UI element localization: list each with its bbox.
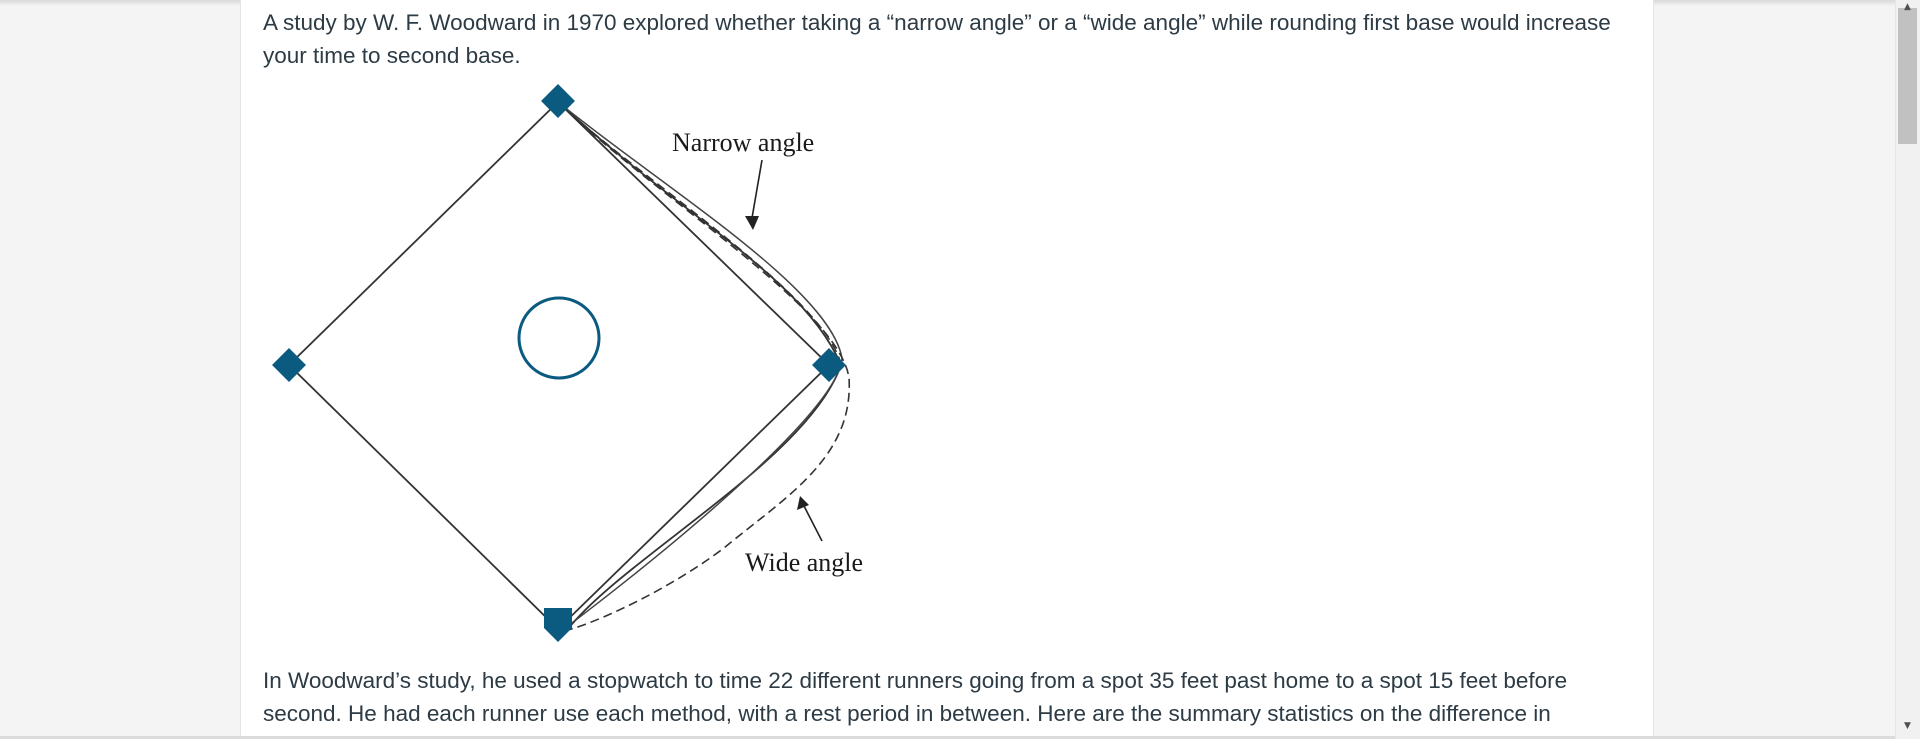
wide-arrow-line xyxy=(803,505,823,542)
chevron-up-icon[interactable]: ▲ xyxy=(1904,2,1911,12)
narrow-arrow-head xyxy=(745,216,759,230)
first-base xyxy=(812,348,846,382)
wide-angle-path xyxy=(557,101,850,631)
chevron-down-icon[interactable]: ▼ xyxy=(1904,721,1911,731)
home-plate xyxy=(544,608,572,642)
pitchers-mound xyxy=(517,296,601,380)
narrow-angle-label: Narrow angle xyxy=(672,128,814,157)
wide-arrow-head xyxy=(797,496,809,510)
wide-angle-label: Wide angle xyxy=(745,548,863,577)
narrow-arrow-line xyxy=(751,159,763,219)
scrollbar-thumb[interactable] xyxy=(1898,8,1917,144)
diamond-diagram: Narrow angle Wide angle xyxy=(272,84,863,642)
second-paragraph: In Woodward’s study, he used a stopwatch… xyxy=(263,668,1568,726)
bottom-edge xyxy=(0,736,1895,739)
wide-angle-path-upper xyxy=(559,103,843,369)
content-panel xyxy=(240,0,1654,739)
intro-paragraph: A study by W. F. Woodward in 1970 explor… xyxy=(263,10,1611,68)
baseball-diamond-figure: Narrow angle Wide angle xyxy=(264,78,904,658)
